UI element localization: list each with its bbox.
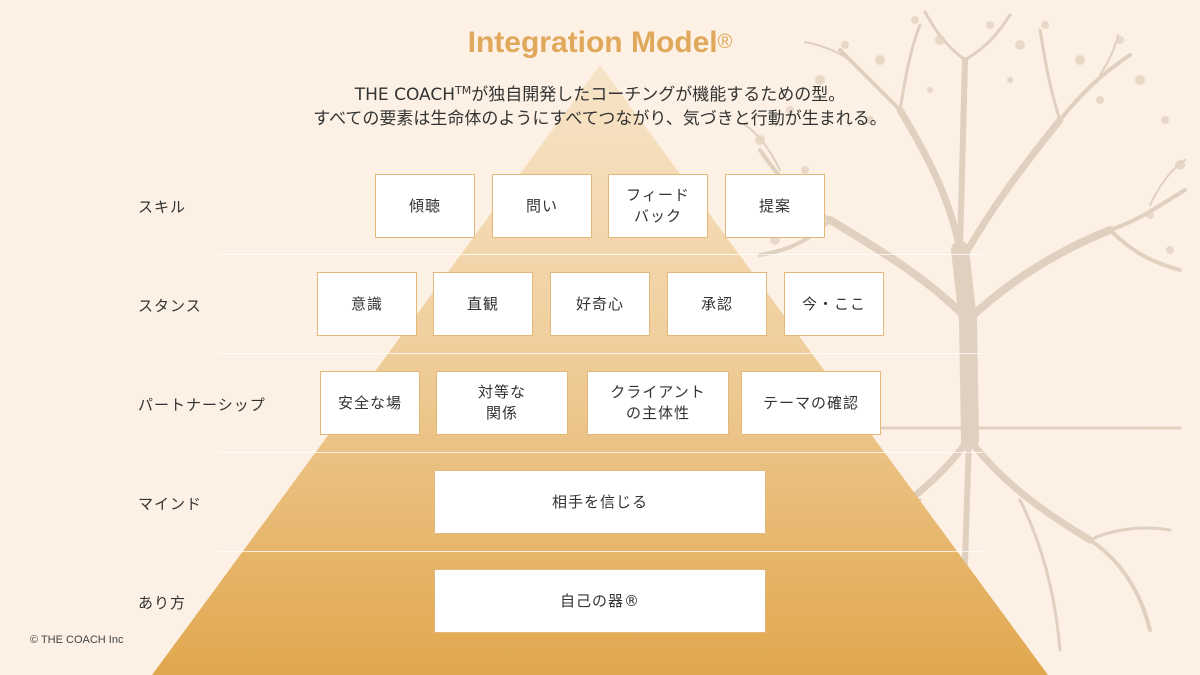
title-text: Integration Model <box>467 26 718 59</box>
stance-curiosity-box: 好奇心 <box>550 272 650 336</box>
registered-mark: ® <box>717 31 733 53</box>
subtitle-line-2: すべての要素は生命体のようにすべてつながり、気づきと行動が生まれる。 <box>313 109 887 129</box>
subtitle-brand: THE COACH <box>354 85 456 105</box>
row-label-partnership: パートナーシップ <box>138 396 266 414</box>
trademark-mark: TM <box>455 84 472 97</box>
partnership-equal-relation-box: 対等な 関係 <box>436 371 568 435</box>
partnership-theme-check-box: テーマの確認 <box>741 371 881 435</box>
row-label-mind: マインド <box>138 495 203 513</box>
stance-here-now-box: 今・ここ <box>784 272 884 336</box>
row-label-skill: スキル <box>138 198 187 216</box>
skill-question-box: 問い <box>492 174 592 238</box>
stance-intuition-box: 直観 <box>433 272 533 336</box>
row-divider <box>218 452 983 453</box>
skill-listening-box: 傾聴 <box>375 174 475 238</box>
tree-leaves <box>746 16 1185 254</box>
stance-awareness-box: 意識 <box>317 272 417 336</box>
skill-proposal-box: 提案 <box>725 174 825 238</box>
subtitle-text-1: が独自開発したコーチングが機能するための型。 <box>471 85 846 105</box>
partnership-safe-space-box: 安全な場 <box>320 371 420 435</box>
row-label-stance: スタンス <box>138 297 202 315</box>
row-label-being: あり方 <box>138 594 187 612</box>
subtitle-line-1: THE COACHTMが独自開発したコーチングが機能するための型。 <box>0 80 1200 105</box>
page-title: Integration Model® <box>0 26 1200 60</box>
pyramid-shape <box>152 65 1048 675</box>
stance-acknowledgement-box: 承認 <box>667 272 767 336</box>
partnership-client-agency-box: クライアント の主体性 <box>587 371 729 435</box>
skill-feedback-box: フィード バック <box>608 174 708 238</box>
copyright-text: © THE COACH Inc <box>30 634 124 646</box>
being-self-capacity-box: 自己の器® <box>434 569 766 633</box>
mind-trust-box: 相手を信じる <box>434 470 766 534</box>
row-divider <box>218 551 983 552</box>
row-divider <box>218 254 983 255</box>
row-divider <box>218 353 983 354</box>
